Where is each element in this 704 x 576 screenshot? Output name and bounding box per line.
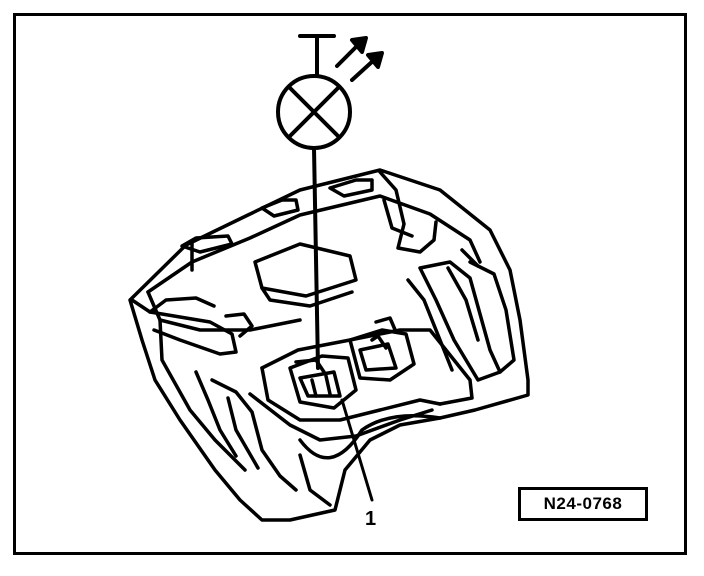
connector-housing — [128, 168, 530, 522]
reference-code-box: N24-0768 — [518, 487, 648, 521]
reference-code-text: N24-0768 — [543, 494, 623, 513]
test-lamp-icon — [276, 34, 352, 370]
light-rays-icon — [335, 36, 384, 82]
callout-leader — [340, 398, 374, 502]
callout-number: 1 — [365, 508, 377, 530]
